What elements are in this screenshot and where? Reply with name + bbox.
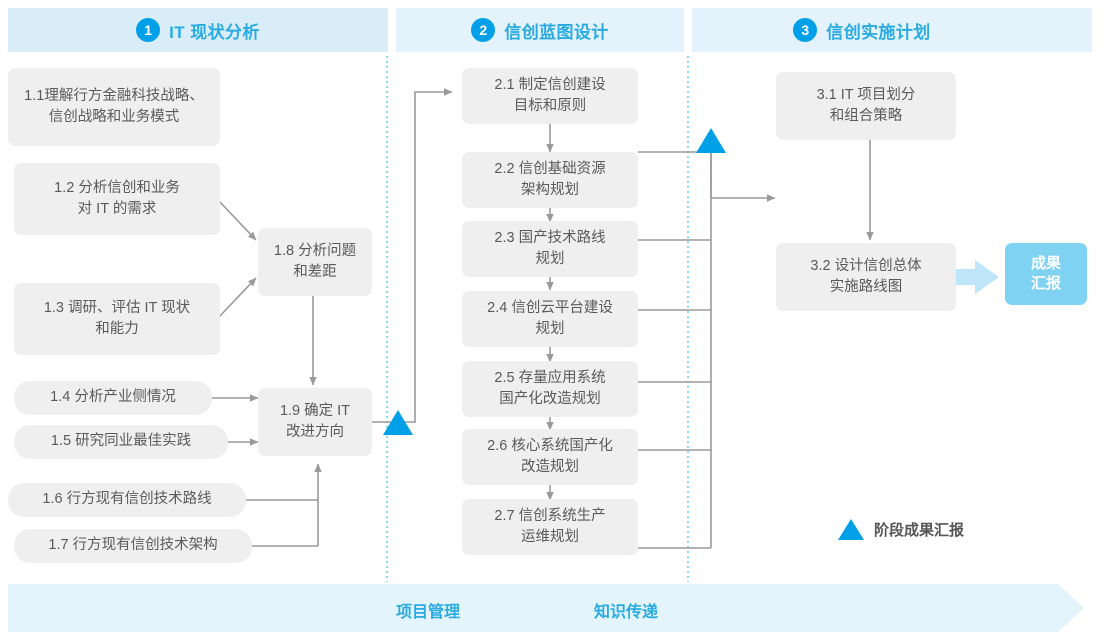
bottom-label-project-management: 项目管理 [396, 604, 461, 621]
milestone-triangle-phase2 [696, 128, 726, 153]
box-1-5[interactable]: 1.5 研究同业最佳实践 [14, 425, 228, 459]
box-1-4[interactable]: 1.4 分析产业侧情况 [14, 381, 212, 415]
legend: 阶段成果汇报 [838, 519, 964, 540]
box-1-7[interactable]: 1.7 行方现有信创技术架构 [14, 529, 252, 563]
phase-band-3: 3 信创实施计划 [692, 8, 1114, 52]
box-2-4[interactable]: 2.4 信创云平台建设 规划 [462, 291, 638, 347]
box-1-6[interactable]: 1.6 行方现有信创技术路线 [8, 483, 246, 517]
box-2-5[interactable]: 2.5 存量应用系统 国产化改造规划 [462, 361, 638, 417]
bottom-band [8, 584, 1058, 632]
legend-triangle-icon [838, 519, 864, 540]
box-1-9[interactable]: 1.9 确定 IT 改进方向 [258, 388, 372, 456]
milestone-triangle-phase1 [383, 410, 413, 435]
box-2-6[interactable]: 2.6 核心系统国产化 改造规划 [462, 429, 638, 485]
phase-number-3: 3 [793, 18, 818, 42]
bottom-band-arrow-icon [1058, 584, 1084, 632]
phase-title-1: IT 现状分析 [169, 22, 260, 42]
box-1-3[interactable]: 1.3 调研、评估 IT 现状 和能力 [14, 283, 220, 355]
box-2-3[interactable]: 2.3 国产技术路线 规划 [462, 221, 638, 277]
phase-band-1: 1 IT 现状分析 [8, 8, 410, 52]
box-3-1[interactable]: 3.1 IT 项目划分 和组合策略 [776, 72, 956, 140]
box-3-2[interactable]: 3.2 设计信创总体 实施路线图 [776, 243, 956, 311]
bottom-label-knowledge-transfer: 知识传递 [594, 604, 659, 621]
box-2-2[interactable]: 2.2 信创基础资源 架构规划 [462, 152, 638, 208]
box-1-2[interactable]: 1.2 分析信创和业务 对 IT 的需求 [14, 163, 220, 235]
phase-title-2: 信创蓝图设计 [504, 22, 609, 42]
result-badge[interactable]: 成果 汇报 [1005, 243, 1087, 305]
box-2-7[interactable]: 2.7 信创系统生产 运维规划 [462, 499, 638, 555]
chevron-right-icon-3 [1092, 8, 1114, 52]
phase-band-2: 2 信创蓝图设计 [396, 8, 706, 52]
phase-title-3: 信创实施计划 [826, 22, 931, 42]
phase-number-2: 2 [471, 18, 496, 42]
box-2-1[interactable]: 2.1 制定信创建设 目标和原则 [462, 68, 638, 124]
box-1-8[interactable]: 1.8 分析问题 和差距 [258, 228, 372, 296]
box-1-1[interactable]: 1.1理解行方金融科技战略、 信创战略和业务模式 [8, 68, 220, 146]
legend-label: 阶段成果汇报 [874, 522, 965, 539]
phase-number-1: 1 [136, 18, 161, 42]
